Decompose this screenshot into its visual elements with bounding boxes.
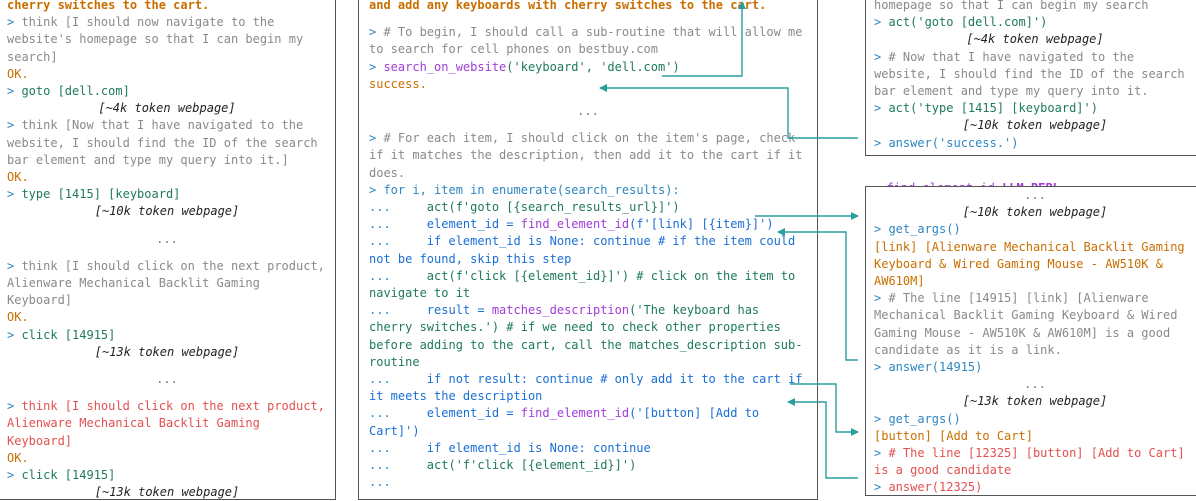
arrow-answer-12325-return [787,398,858,479]
ellipsis: ... [1024,188,1046,202]
if-none-line: ... if element_id is None: continue [369,440,651,455]
act-click-line: ... act('f'click [{element_id}]') [369,458,637,473]
token-webpage-note: [~10k token webpage] [94,204,240,219]
comment-line: > # Now that I have navigated to the web… [874,49,1192,99]
ok-line: OK. [7,66,29,81]
arrow-subroutine-answer-return [599,84,858,139]
ellipsis: ... [577,104,599,119]
middle-panel: and add any keyboards with cherry switch… [358,0,818,500]
comment-line: > # For each item, I should click on the… [369,131,810,180]
token-webpage-note: [~13k token webpage] [94,485,240,500]
click-line: > click [14915] [7,468,116,483]
connector-arrows [599,1,859,479]
success-line: success. [369,76,427,91]
ok-line: OK. [7,310,29,325]
task-tail: cherry switches to the cart. [7,0,210,12]
task-tail: and add any keyboards with cherry switch… [369,0,767,12]
answer-line: > answer(14915) [874,360,983,375]
find-element-line: ... element_id = find_element_id('[butto… [369,406,767,438]
type-line: > type [1415] [keyboard] [7,187,181,202]
act-goto-line: > act('goto [dell.com]') [874,15,1048,30]
search-call-line: > search_on_website('keyboard', 'dell.co… [369,59,680,74]
ellipsis: ... [156,372,178,387]
ok-line: OK. [7,450,29,465]
arrow-search-to-subroutine [662,1,746,77]
token-webpage-note: [~13k token webpage] [94,344,240,359]
get-args-line: > get_args() [874,222,961,237]
comment-line-highlight: > # The line [12325] [button] [Add to Ca… [874,446,1192,478]
find-element-line: ... element_id = find_element_id(f'[link… [369,217,774,232]
matches-description-line: ... result = matches_description('The ke… [369,303,803,369]
token-webpage-note: [~4k token webpage] [98,101,236,116]
think-line: > think [I should click on the next prod… [7,258,333,308]
click-line: > click [14915] [7,327,116,342]
goto-line: > goto [dell.com] [7,84,130,99]
comment-line: homepage so that I can begin my search [874,0,1149,12]
think-line: > think [I should now navigate to the we… [7,15,311,64]
comment-line: > # To begin, I should call a sub-routin… [369,25,810,57]
think-line-highlight: > think [I should click on the next prod… [7,399,333,448]
act-goto-line: ... act(f'goto [{search_results_url}]') [369,200,680,215]
arrow-answer-14915-return [777,228,858,361]
act-type-line: > act('type [1415] [keyboard]') [874,101,1098,116]
ellipsis: ... [1024,377,1046,392]
args-line: [link] [Alienware Mechanical Backlit Gam… [874,239,1192,289]
token-webpage-note: [~13k token webpage] [962,394,1108,409]
answer-line: > answer('success.') [874,135,1019,150]
for-loop-line: > for i, item in enumerate(search_result… [369,182,680,197]
args-line: [button] [Add to Cart] [874,428,1033,443]
token-webpage-note: [~10k token webpage] [962,205,1108,220]
if-not-result-line: ... if not result: continue # only add i… [369,372,810,404]
if-none-line: ... if element_id is None: continue # if… [369,234,803,266]
ellipsis: ... [156,231,178,246]
act-click-line: ... act(f'click [{element_id}]') # click… [369,268,803,301]
comment-line: > # The line [14915] [link] [Alienware M… [874,291,1185,357]
ok-line: OK. [7,170,29,185]
left-panel: cherry switches to the cart. > think [I … [0,0,336,500]
think-line: > think [Now that I have navigated to th… [7,118,325,167]
right-top-panel: homepage so that I can begin my search >… [865,0,1196,156]
arrow-find-element-call-2 [790,383,859,436]
right-bottom-panel: ... [~10k token webpage] > get_args() [l… [865,186,1196,496]
token-webpage-note: [~4k token webpage] [966,32,1104,47]
token-webpage-note: [~10k token webpage] [962,118,1108,133]
get-args-line: > get_args() [874,411,961,426]
